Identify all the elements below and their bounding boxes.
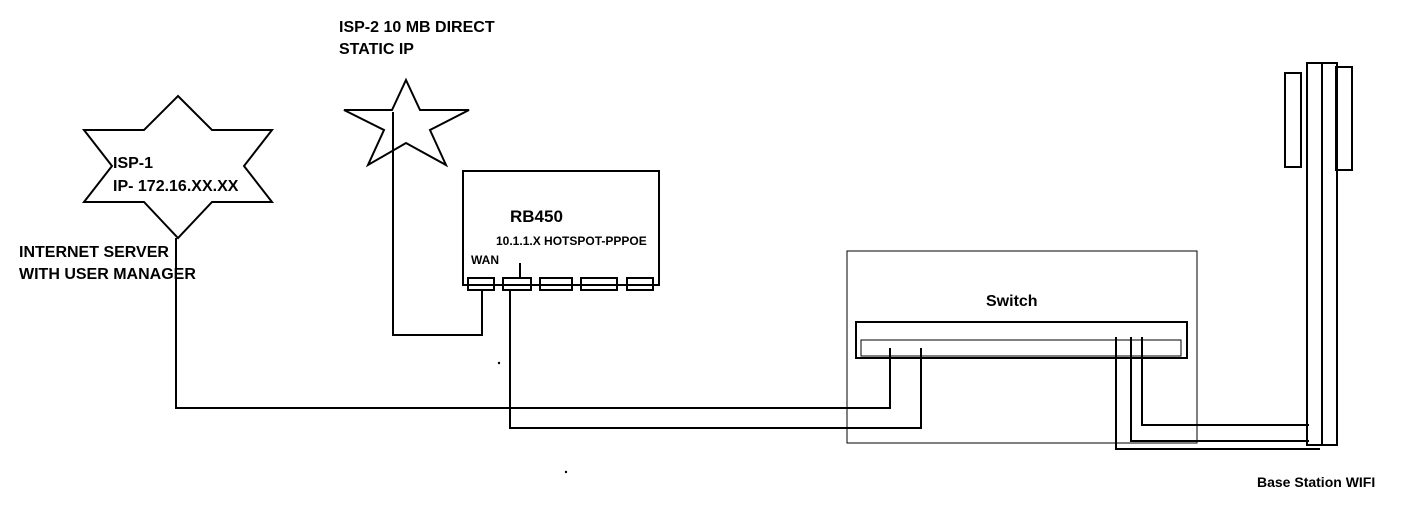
switch-to-base-cable-2 <box>1130 337 1309 442</box>
switch-to-base-cable-3 <box>1141 337 1309 426</box>
isp2-label-line2: STATIC IP <box>339 41 414 58</box>
isp1-ip-label: IP- 172.16.XX.XX <box>113 178 239 195</box>
router-port-2 <box>502 277 532 291</box>
base-station-label: Base Station WIFI <box>1257 474 1375 490</box>
isp1-star-icon <box>81 94 275 240</box>
router-port-4 <box>580 277 618 291</box>
switch-unit <box>855 321 1188 359</box>
router-wan-label: WAN <box>471 253 499 267</box>
isp1-role-line2: WITH USER MANAGER <box>19 266 196 283</box>
isp2-label-line1: ISP-2 10 MB DIRECT <box>339 19 495 36</box>
router-port-5 <box>626 277 654 291</box>
isp1-name-label: ISP-1 <box>113 155 153 172</box>
isp1-role-line1: INTERNET SERVER <box>19 244 169 261</box>
switch-to-base-cable-1 <box>1115 337 1320 450</box>
switch-label: Switch <box>986 293 1038 310</box>
switch-enclosure <box>846 250 1198 444</box>
router-model-label: RB450 <box>510 207 563 226</box>
router-port-3 <box>539 277 573 291</box>
stray-dot <box>564 470 568 474</box>
isp2-star-icon <box>343 77 470 168</box>
base-station-tower-icon <box>1284 62 1353 446</box>
switch-port-strip <box>860 339 1182 357</box>
stray-dot <box>497 361 501 365</box>
rb450-router-box <box>462 170 660 286</box>
router-network-label: 10.1.1.X HOTSPOT-PPPOE <box>496 234 647 248</box>
router-lan-to-switch-cable <box>509 290 922 429</box>
isp2-to-wan-cable <box>392 112 483 336</box>
isp1-to-switch-cable <box>175 238 891 409</box>
